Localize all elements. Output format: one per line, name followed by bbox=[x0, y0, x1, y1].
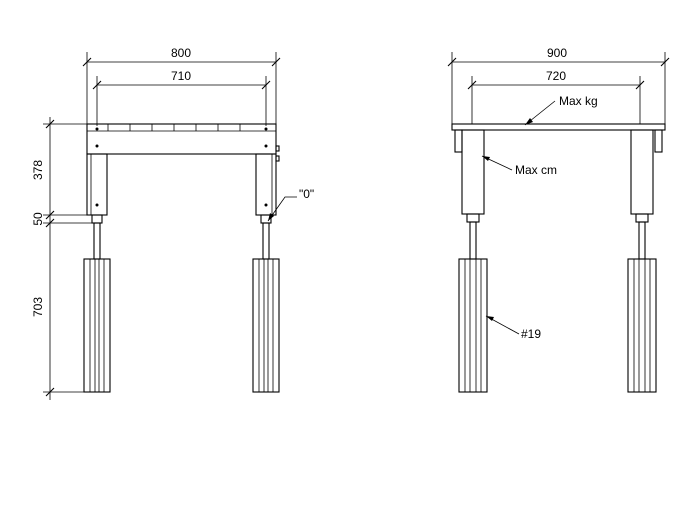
dimension-900: 900 bbox=[447, 46, 670, 124]
dimension-800-label: 800 bbox=[171, 46, 191, 60]
zero-callout: "0" bbox=[267, 187, 314, 222]
part-19-callout: #19 bbox=[485, 315, 541, 341]
dimension-vertical: 378 50 703 bbox=[31, 117, 92, 400]
side-lower-leg-left bbox=[458, 258, 488, 393]
dimension-720-label: 720 bbox=[546, 69, 566, 83]
max-kg-label: Max kg bbox=[559, 94, 598, 108]
max-cm-label: Max cm bbox=[515, 163, 557, 177]
front-tabletop bbox=[86, 123, 277, 155]
dimension-800: 800 bbox=[82, 46, 281, 126]
front-upper-leg-right bbox=[255, 145, 280, 216]
front-lower-leg-left bbox=[83, 258, 111, 393]
dimension-703-label: 703 bbox=[31, 297, 45, 317]
dimension-720: 720 bbox=[467, 69, 645, 124]
side-upper-leg-left bbox=[461, 129, 485, 215]
dimension-378-label: 378 bbox=[31, 160, 45, 180]
side-tube-right bbox=[635, 213, 649, 260]
dimension-710-label: 710 bbox=[171, 69, 191, 83]
front-lower-leg-right bbox=[252, 258, 280, 393]
side-tabletop bbox=[451, 123, 666, 153]
dimension-50-label: 50 bbox=[31, 212, 45, 226]
front-view: 800 710 bbox=[31, 46, 314, 400]
max-cm-callout: Max cm bbox=[481, 155, 557, 177]
zero-label: "0" bbox=[299, 187, 314, 201]
front-upper-leg-left bbox=[86, 153, 108, 216]
side-tube-left bbox=[466, 213, 480, 260]
side-lower-leg-right bbox=[627, 258, 657, 393]
front-tube-left bbox=[91, 214, 103, 260]
dimension-710: 710 bbox=[92, 69, 271, 126]
side-view: 900 720 bbox=[447, 46, 670, 393]
part-19-label: #19 bbox=[521, 327, 541, 341]
side-upper-leg-right bbox=[630, 129, 654, 215]
front-tube-right bbox=[260, 214, 272, 260]
dimension-900-label: 900 bbox=[547, 46, 567, 60]
max-kg-callout: Max kg bbox=[524, 94, 598, 126]
